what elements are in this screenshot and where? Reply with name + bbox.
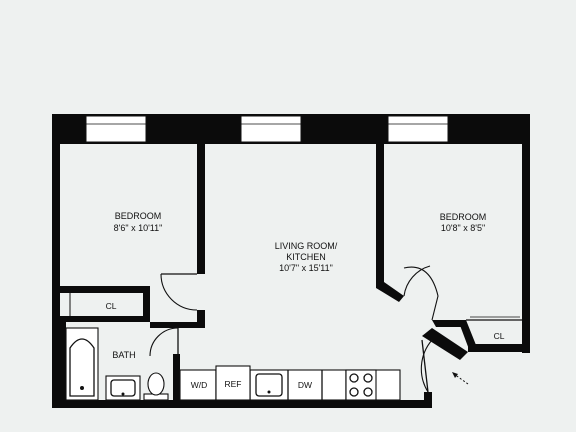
sink-icon [105, 375, 141, 401]
bedroom-right-dims: 10'8" x 8'5" [441, 223, 485, 233]
closet-left-label: CL [106, 301, 117, 311]
bedroom-left-dims: 8'6" x 10'11" [114, 223, 163, 233]
door-swings [149, 265, 439, 393]
kitchen-sink-icon [255, 373, 283, 397]
closet-right [466, 316, 522, 321]
windows [85, 115, 449, 143]
bathtub [65, 327, 99, 401]
window-middle [240, 115, 302, 143]
entry-arrow-icon [452, 372, 469, 385]
living-dims: 10'7" x 15'11" [279, 263, 333, 273]
interior-walls [60, 140, 530, 408]
washer-dryer-label: W/D [191, 380, 208, 390]
closet-right-label: CL [494, 331, 505, 341]
bedroom-left-name: BEDROOM [115, 211, 162, 221]
bedroom-right-name: BEDROOM [440, 212, 487, 222]
refrigerator-label: REF [225, 379, 242, 389]
dishwasher-label: DW [298, 380, 312, 390]
toilet-icon [143, 372, 169, 401]
window-right [387, 115, 449, 143]
bath-label: BATH [112, 350, 135, 360]
window-left [85, 115, 147, 143]
living-name-line1: LIVING ROOM/ [275, 241, 338, 251]
living-name-line2: KITCHEN [286, 252, 326, 262]
kitchen-counter [179, 365, 401, 401]
stove-icon [345, 369, 377, 401]
